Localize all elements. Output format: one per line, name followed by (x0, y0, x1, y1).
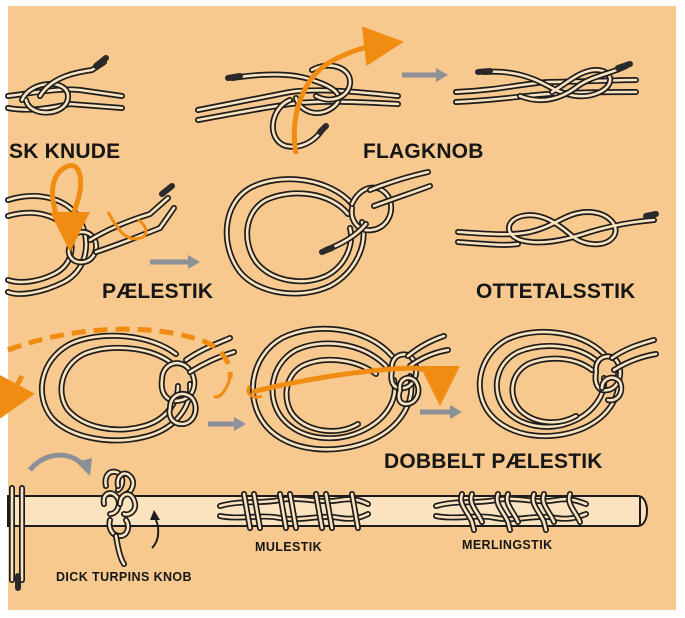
bowline-label: PÆLESTIK (102, 280, 213, 304)
double-bowline-step2-illustration (248, 329, 448, 450)
step-arrow (402, 68, 448, 82)
double-bowline-finished-illustration (480, 332, 656, 436)
curved-step-arrow (30, 455, 92, 476)
flemish-knot-illustration (8, 58, 122, 113)
figure-eight-illustration (458, 212, 656, 245)
step-arrow (420, 405, 462, 419)
mulestik-label: MULESTIK (255, 540, 322, 554)
dick-turpin-knot-label: DICK TURPINS KNOB (56, 570, 192, 584)
bowline-illustration (8, 166, 174, 294)
step-arrow (150, 255, 200, 269)
merlingstik-label: MERLINGSTIK (462, 538, 553, 552)
flemish-knot-label: SK KNUDE (9, 140, 120, 164)
flag-knot-label: FLAGKNOB (363, 140, 484, 164)
step-arrow (208, 417, 246, 431)
flag-knot-finished-illustration (456, 64, 636, 102)
double-bowline-step1-illustration (8, 329, 234, 440)
double-bowline-label: DOBBELT PÆLESTIK (384, 450, 603, 474)
flag-knot-illustration (198, 44, 398, 154)
bowline-finished-illustration (227, 172, 430, 294)
figure-eight-label: OTTETALSSTIK (476, 280, 636, 304)
